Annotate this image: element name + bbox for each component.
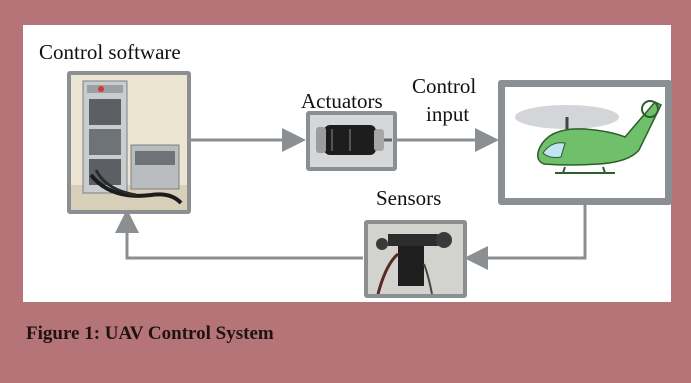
electric-motor-icon [310, 115, 393, 167]
actuators-box [306, 111, 397, 171]
server-rack-icon [71, 75, 187, 210]
label-sensors: Sensors [376, 186, 442, 210]
label-control-software: Control software [39, 40, 181, 64]
control-software-box [67, 71, 191, 214]
label-actuators: Actuators [301, 89, 383, 113]
sensor-device-icon [368, 224, 463, 294]
figure-caption: Figure 1: UAV Control System [26, 323, 274, 344]
label-control-input-1: Control [412, 74, 477, 98]
helicopter-icon [515, 100, 663, 174]
sensors-box [364, 220, 467, 298]
uav-box [498, 80, 672, 205]
label-control-input-2: input [426, 102, 470, 126]
